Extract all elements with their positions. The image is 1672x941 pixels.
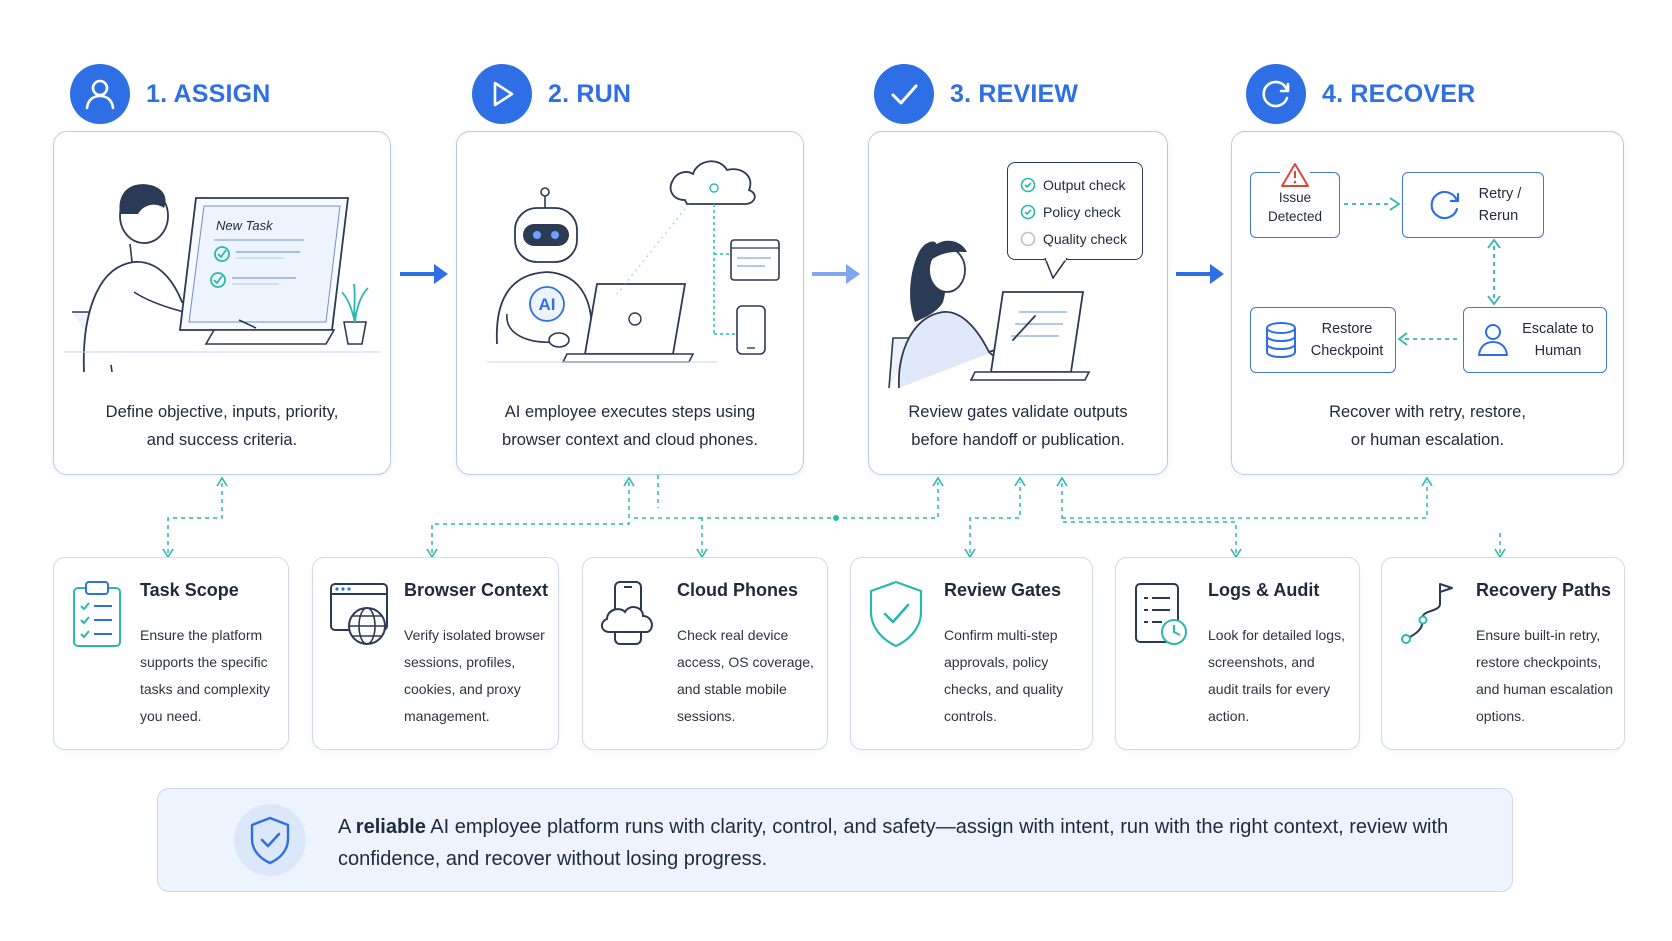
robot-laptop-illustration: AI xyxy=(487,160,780,363)
stage-header-run: 2. RUN xyxy=(472,64,631,124)
checklist-item: Quality check xyxy=(1020,225,1142,252)
stage-header-recover: 4. RECOVER xyxy=(1246,64,1475,124)
log-clock-icon xyxy=(1135,583,1187,645)
stage-card-assign: New Task Define objective, inputs, prior… xyxy=(53,131,391,475)
stage-header-assign: 1. ASSIGN xyxy=(70,64,271,124)
stage-card-recover: Issue Detected Retry / Rerun Restore Che… xyxy=(1231,131,1624,475)
bubble-tail xyxy=(1044,258,1068,280)
browser-globe-icon xyxy=(330,583,388,645)
checklist-item: Policy check xyxy=(1020,198,1142,225)
arrow-right-icon xyxy=(1176,264,1224,284)
person-icon xyxy=(1478,324,1509,356)
card-description: Check real device access, OS coverage, a… xyxy=(677,627,814,724)
path-flag-icon xyxy=(1401,583,1453,644)
reviewer-illustration xyxy=(888,240,1091,388)
card-description: Look for detailed logs, screenshots, and… xyxy=(1208,627,1345,724)
recover-flow-arrows xyxy=(1344,197,1501,346)
checkmark-circle-icon xyxy=(1020,177,1036,192)
retry-rerun-box: Retry / Rerun xyxy=(1402,172,1544,238)
card-logs-audit: Logs & Audit Look for detailed logs, scr… xyxy=(1115,557,1360,750)
card-cloud-phones: Cloud Phones Check real device access, O… xyxy=(582,557,828,750)
arrow-right-icon xyxy=(400,264,448,284)
checklist-bubble: Output check Policy check Quality check xyxy=(1007,162,1143,260)
card-task-scope: Task Scope Ensure the platform supports … xyxy=(53,557,289,750)
card-title: Task Scope xyxy=(140,580,239,600)
shield-badge xyxy=(234,804,306,876)
clipboard-icon xyxy=(73,581,121,647)
card-title: Review Gates xyxy=(944,580,1062,600)
stage-title: 4. RECOVER xyxy=(1322,79,1476,108)
refresh-icon xyxy=(1246,64,1306,124)
card-title: Logs & Audit xyxy=(1208,580,1320,600)
play-icon xyxy=(472,64,532,124)
stage-description: Recover with retry, restore, or human es… xyxy=(1329,403,1526,449)
card-description: Ensure the platform supports the specifi… xyxy=(140,627,270,724)
stage-title: 2. RUN xyxy=(548,79,632,108)
checkmark-circle-icon xyxy=(1020,204,1036,219)
checkmark-icon xyxy=(874,64,934,124)
ai-chest-label: AI xyxy=(539,295,556,314)
card-description: Confirm multi-step approvals, policy che… xyxy=(944,627,1064,724)
stage-card-run: AI AI employee executes steps using brow… xyxy=(456,131,804,475)
card-browser-context: Browser Context Verify isolated browser … xyxy=(312,557,559,750)
shield-check-icon xyxy=(250,816,290,865)
stage-description: AI employee executes steps using browser… xyxy=(502,403,758,449)
shield-check-icon xyxy=(869,580,923,648)
stage-description: Define objective, inputs, priority, and … xyxy=(105,403,339,449)
card-description: Ensure built-in retry, restore checkpoin… xyxy=(1476,627,1613,724)
stage-title: 1. ASSIGN xyxy=(146,79,271,108)
user-icon xyxy=(70,64,130,124)
cloud-phone-icon xyxy=(601,581,653,645)
summary-banner: A reliable AI employee platform runs wit… xyxy=(157,788,1513,892)
retry-icon xyxy=(1430,190,1459,220)
card-title: Recovery Paths xyxy=(1476,580,1612,600)
summary-text: A reliable AI employee platform runs wit… xyxy=(338,816,1449,870)
card-title: Browser Context xyxy=(404,580,549,600)
database-icon xyxy=(1265,322,1296,359)
card-recovery-paths: Recovery Paths Ensure built-in retry, re… xyxy=(1381,557,1625,750)
stage-title: 3. REVIEW xyxy=(950,79,1079,108)
card-title: Cloud Phones xyxy=(677,580,798,600)
stage-card-review: Output check Policy check Quality check … xyxy=(868,131,1168,475)
card-description: Verify isolated browser sessions, profil… xyxy=(404,627,545,724)
checklist-item: Output check xyxy=(1020,171,1142,198)
person-at-laptop-illustration: New Task xyxy=(64,184,380,372)
warning-icon xyxy=(1280,162,1310,188)
restore-checkpoint-box: Restore Checkpoint xyxy=(1250,307,1396,373)
empty-circle-icon xyxy=(1020,231,1036,246)
card-review-gates: Review Gates Confirm multi-step approval… xyxy=(850,557,1093,750)
stage-description: Review gates validate outputs before han… xyxy=(908,403,1128,449)
arrow-right-icon xyxy=(812,264,860,284)
issue-detected-box: Issue Detected xyxy=(1250,162,1340,238)
escalate-to-human-box: Escalate to Human xyxy=(1463,307,1607,373)
new-task-label: New Task xyxy=(216,218,274,233)
stage-header-review: 3. REVIEW xyxy=(874,64,1078,124)
